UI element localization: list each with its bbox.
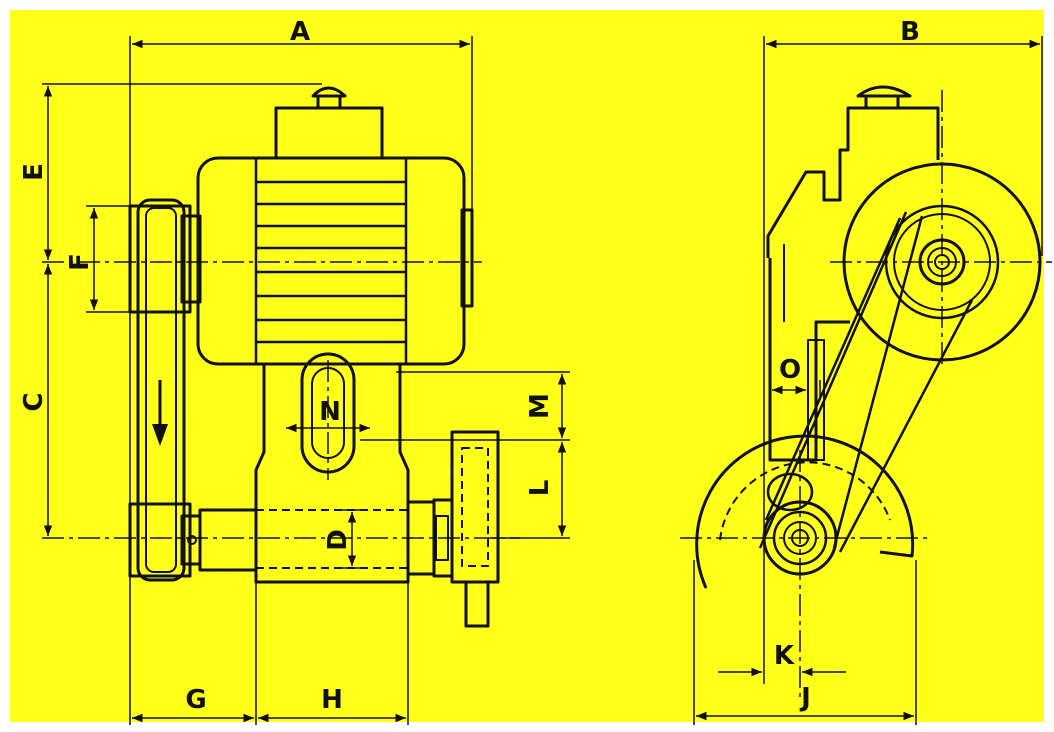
lower-pulley-hub [180, 514, 202, 566]
motor-end-cap [460, 208, 474, 308]
belt-direction-arrow [152, 380, 168, 446]
side-belt [758, 211, 974, 553]
label-F: F [65, 253, 95, 271]
label-N: N [319, 397, 341, 427]
grinder-spindle [464, 580, 490, 628]
motor-neck [254, 364, 410, 584]
side-center-lines [680, 90, 1052, 700]
label-A: A [290, 17, 310, 47]
label-M: M [525, 393, 555, 419]
front-extension-lines [42, 36, 570, 725]
belt [136, 198, 186, 582]
label-L: L [525, 480, 555, 497]
label-E: E [19, 163, 49, 181]
side-slot-knob [766, 472, 814, 512]
side-extension-lines [693, 36, 1043, 725]
label-O: O [779, 355, 801, 385]
grinder-head-dashed [461, 447, 489, 567]
label-C: C [19, 392, 49, 411]
motor-fins [254, 158, 408, 364]
adjustment-slot-inner [311, 367, 345, 459]
front-center-lines [42, 261, 520, 539]
label-K: K [774, 641, 795, 671]
label-D: D [323, 529, 353, 551]
upper-pulley-hub [180, 214, 202, 304]
side-dimension-lines [696, 39, 1040, 721]
adjustment-slot [300, 352, 356, 474]
label-H: H [321, 685, 343, 715]
wheel-guard [695, 434, 915, 589]
front-dimension-lines [43, 39, 567, 723]
diagram-background [10, 10, 1044, 722]
label-B: B [900, 17, 920, 47]
motor-body [196, 156, 466, 366]
label-J: J [799, 683, 811, 713]
belt-inner [145, 207, 177, 573]
lower-pulley-screw [187, 535, 197, 545]
label-G: G [185, 685, 206, 715]
